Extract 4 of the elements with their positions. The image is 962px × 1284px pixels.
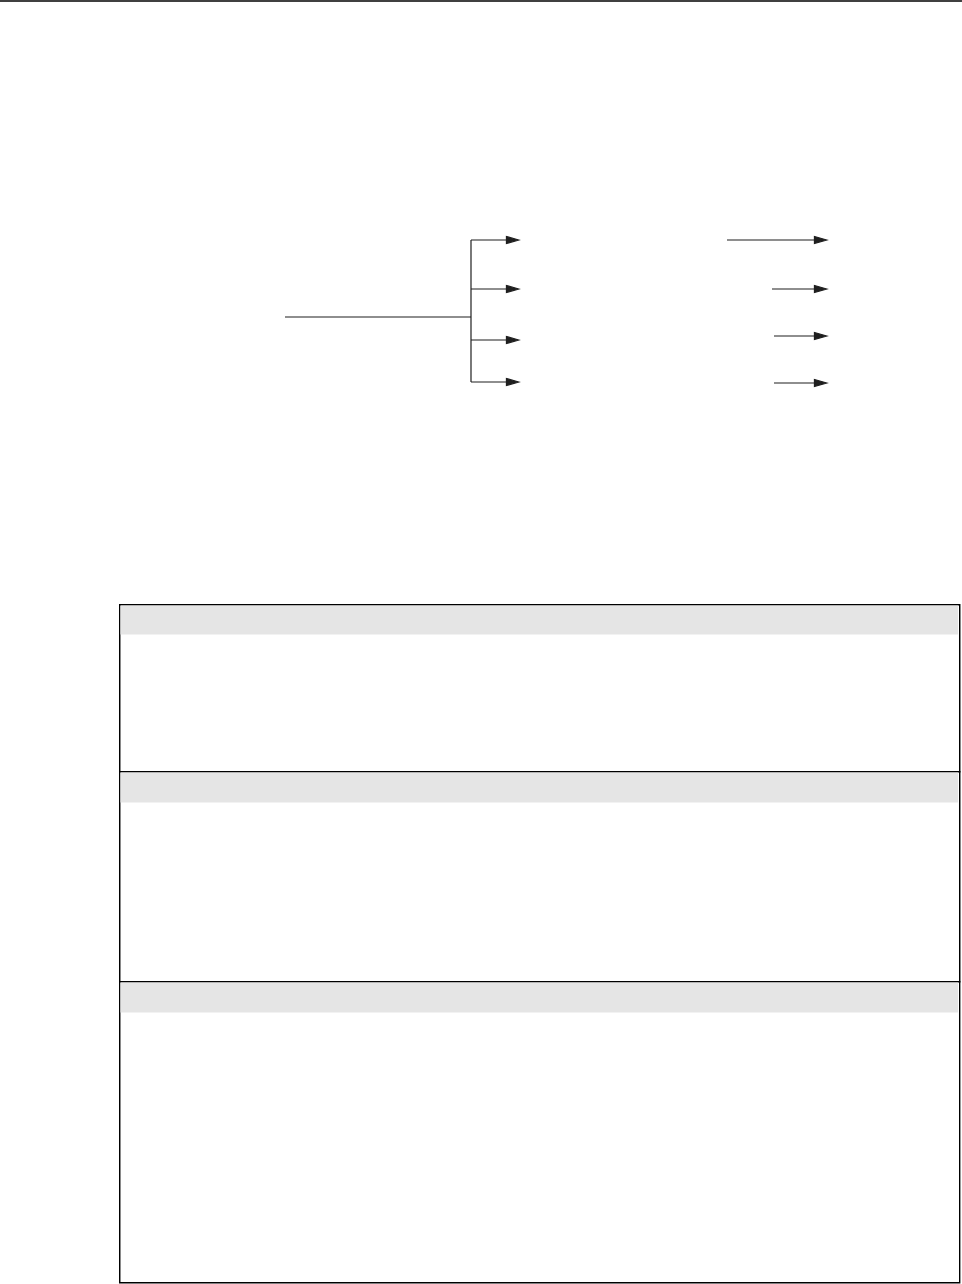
header-band: [120, 772, 959, 803]
section-box: [119, 981, 961, 1284]
header-band: [120, 605, 959, 635]
header-band: [120, 982, 959, 1013]
